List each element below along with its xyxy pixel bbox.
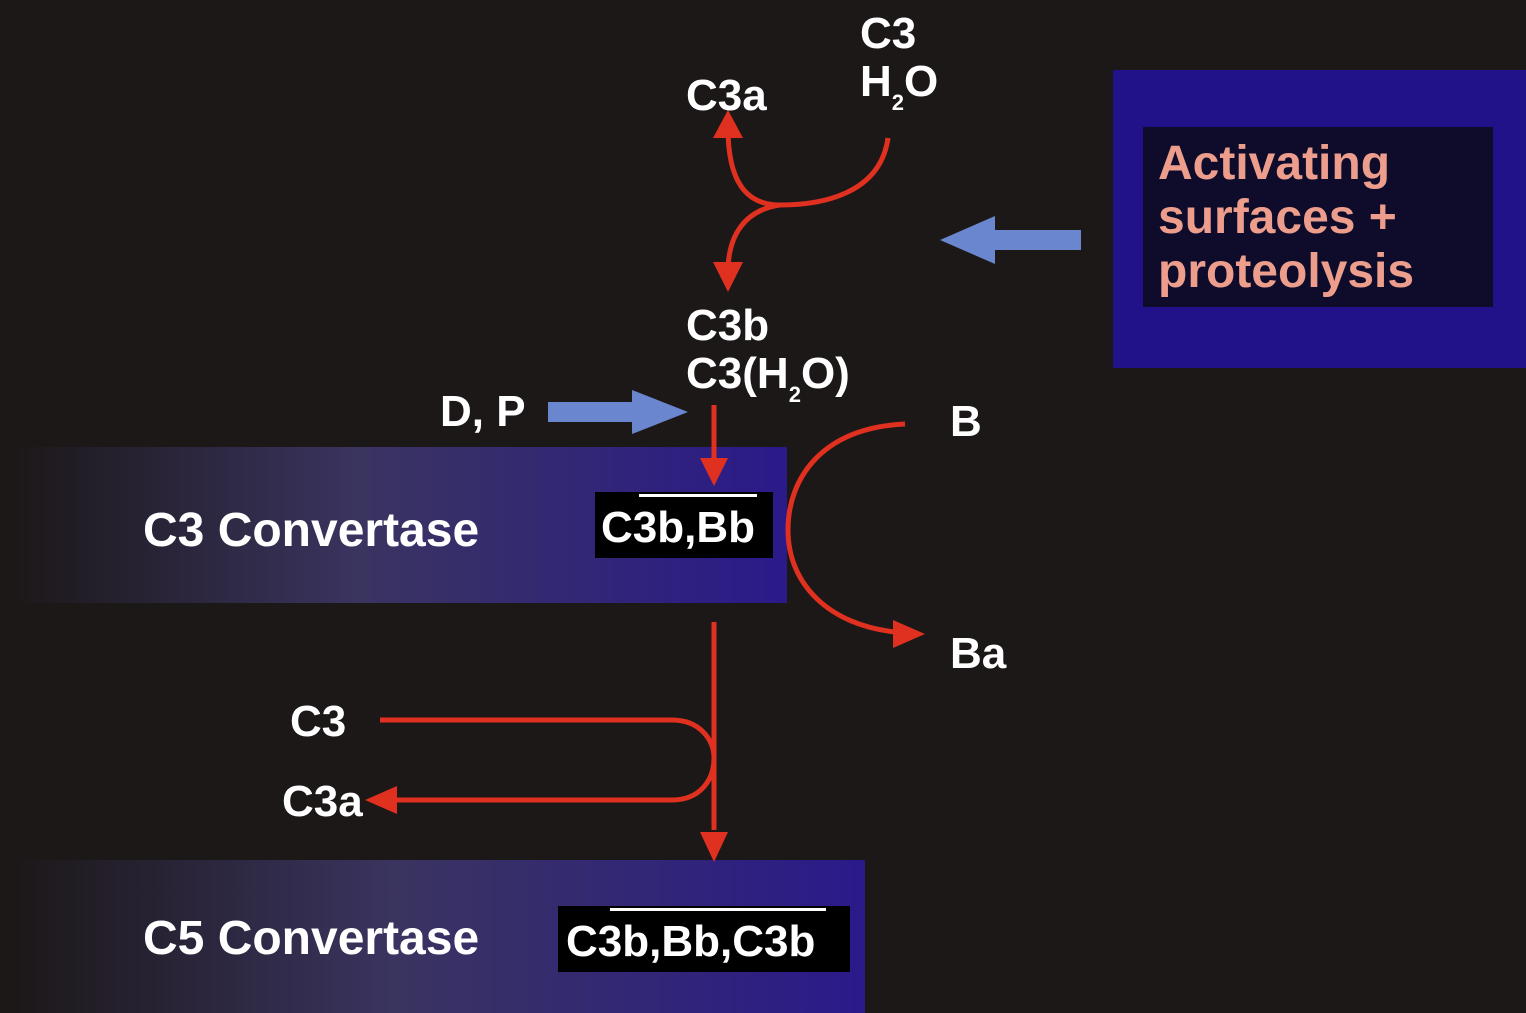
activating-line-1: Activating	[1158, 137, 1391, 190]
overline	[639, 494, 757, 497]
to-c3b-curve	[725, 202, 781, 273]
c5-convertase-complex: C3b,Bb,C3b	[558, 906, 850, 972]
c3b-arrowhead	[713, 262, 743, 292]
dp-label: D, P	[440, 387, 526, 436]
to-c5-convertase-arrowhead	[700, 832, 728, 862]
top-c3a-label: C3a	[686, 71, 767, 120]
top-cleavage-arrow	[725, 127, 891, 273]
overline	[610, 908, 826, 911]
activating-arrow	[940, 216, 1081, 264]
c5-convertase-title: C5 Convertase	[143, 912, 480, 965]
top-h2o-label: H2O	[860, 57, 939, 115]
c3a-lower-arrowhead	[365, 786, 397, 814]
b-label: B	[950, 397, 982, 446]
lower-c3a-label: C3a	[282, 777, 363, 826]
c3-convertase-title: C3 Convertase	[143, 504, 480, 557]
activating-box	[1143, 127, 1493, 307]
c3-ho-label: C3(H2O)	[686, 349, 850, 407]
c3-to-c3a-curve	[725, 127, 891, 208]
c3-loop	[380, 717, 717, 803]
to-c3-convertase-arrowhead	[700, 458, 728, 486]
dp-arrow	[548, 390, 688, 434]
top-c3-label: C3	[860, 9, 917, 58]
b-to-ba-curve	[785, 421, 906, 635]
c3b-label: C3b	[686, 301, 770, 350]
ba-label: Ba	[950, 629, 1007, 678]
activating-line-3: proteolysis	[1158, 245, 1415, 298]
lower-c3-label: C3	[290, 697, 347, 746]
ba-arrowhead	[893, 620, 925, 648]
activating-line-2: surfaces +	[1158, 191, 1397, 244]
c3a-arrowhead	[713, 110, 743, 138]
c3-convertase-complex: C3b,Bb	[595, 492, 773, 558]
